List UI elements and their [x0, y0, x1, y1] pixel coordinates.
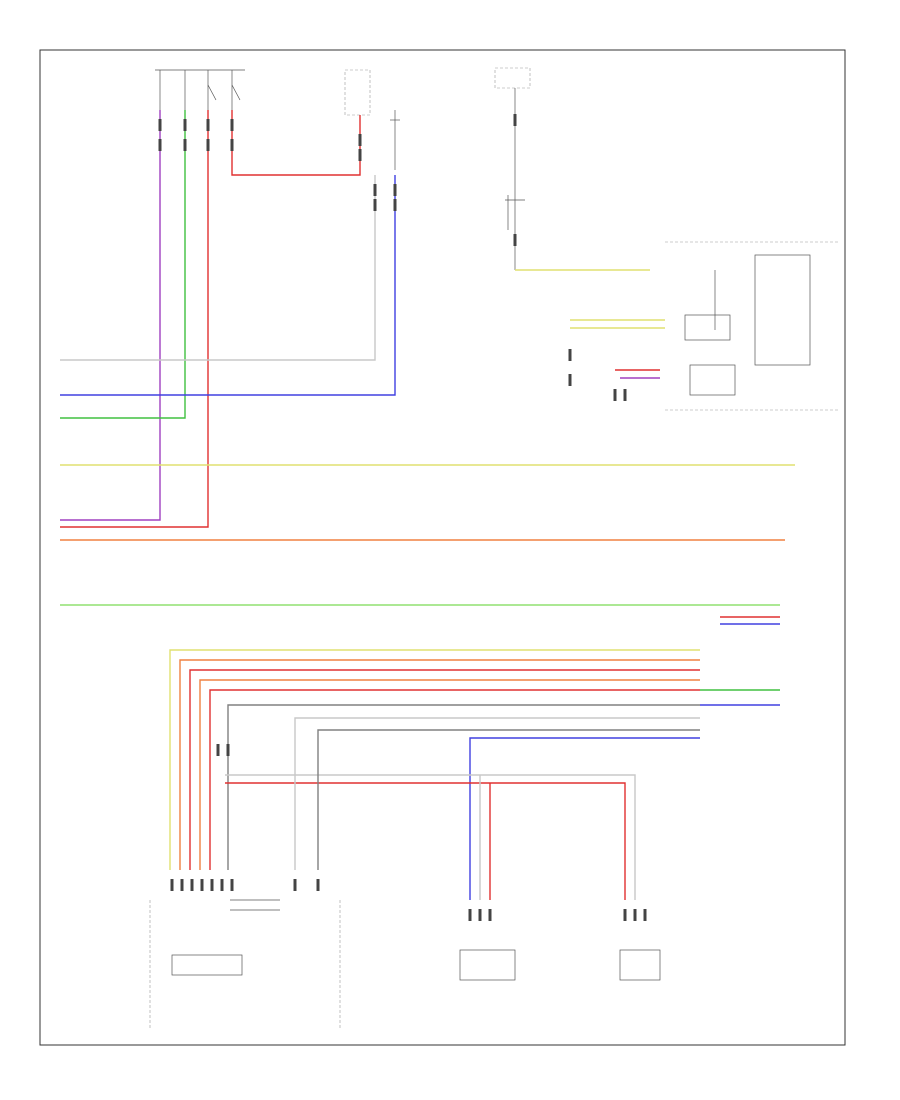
connector-pin [623, 909, 627, 921]
connector-pin [200, 879, 204, 891]
connector-pin [210, 879, 214, 891]
connector-pin [230, 119, 234, 131]
connector-pin [230, 139, 234, 151]
connector-pin [513, 234, 517, 246]
connector-pin [568, 349, 572, 361]
fuse-upper-right [494, 67, 531, 270]
wire-white-b1 [225, 774, 636, 900]
connector-pin [180, 879, 184, 891]
connector-pin [568, 374, 572, 386]
connector-pin [468, 909, 472, 921]
connector-pin [633, 909, 637, 921]
wire-green [60, 110, 186, 419]
wire-red-b2 [209, 689, 700, 870]
right-module-upper [665, 241, 840, 411]
wire-red-top [231, 110, 361, 176]
connector-pin [170, 879, 174, 891]
connector-pin [513, 114, 517, 126]
connector-pin [358, 149, 362, 161]
wire-white-b2 [294, 717, 700, 870]
wire-orange-b1 [179, 659, 700, 870]
connector-pin [316, 879, 320, 891]
connector-pin [613, 389, 617, 401]
ignition-switch [155, 69, 245, 110]
wire-gray-b2 [317, 729, 700, 870]
wire-blue-b1 [469, 737, 700, 900]
diagram-border [39, 49, 846, 1046]
connector-pin [158, 139, 162, 151]
connector-pin [643, 909, 647, 921]
connector-pin [183, 119, 187, 131]
wire-purple [60, 110, 161, 521]
connector-pin [358, 134, 362, 146]
bottom-modules [149, 899, 661, 1030]
connector-pin [293, 879, 297, 891]
connector-pin [206, 119, 210, 131]
connector-pin [488, 909, 492, 921]
connector-pin [373, 199, 377, 211]
wire-red-b3 [225, 782, 626, 900]
wire-red-left [60, 110, 209, 528]
connector-pin [220, 879, 224, 891]
wire-yellow-b1 [169, 649, 700, 870]
wire-orange-b2 [199, 679, 700, 870]
wires [60, 110, 795, 900]
connector-pin [373, 184, 377, 196]
wire-red-b1 [189, 669, 700, 870]
connector-pin [226, 744, 230, 756]
wire-white-upper [60, 175, 376, 361]
wire-gray-b1 [227, 704, 700, 870]
connector-pin [190, 879, 194, 891]
connector-pins [158, 114, 647, 921]
relay-upper-middle [344, 69, 400, 170]
connector-pin [393, 184, 397, 196]
connector-pin [393, 199, 397, 211]
connector-pin [230, 879, 234, 891]
connector-pin [206, 139, 210, 151]
connector-pin [158, 119, 162, 131]
connector-pin [478, 909, 482, 921]
connector-pin [623, 389, 627, 401]
wire-blue-upper [60, 175, 396, 396]
connector-pin [216, 744, 220, 756]
connector-pin [183, 139, 187, 151]
